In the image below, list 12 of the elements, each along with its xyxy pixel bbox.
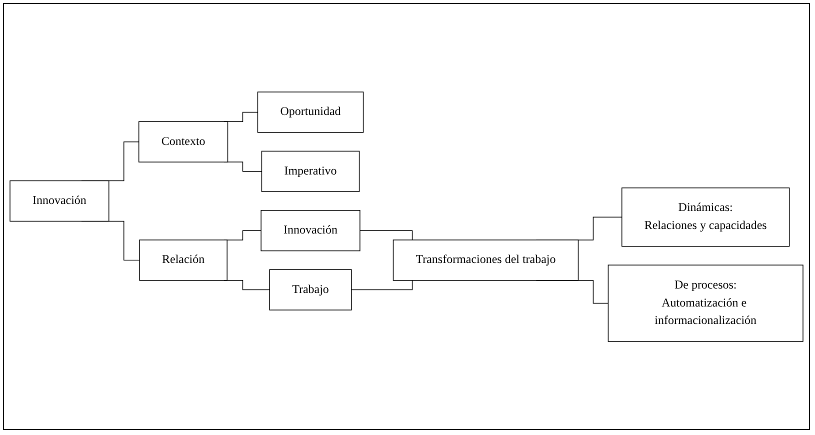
node-box: De procesos: Automatización e informacionalización: [608, 264, 804, 342]
node-box: Imperativo: [261, 150, 360, 192]
connector: [360, 230, 413, 240]
node-box: Dinámicas: Relaciones y capacidades: [622, 187, 790, 246]
node-box: Innovación: [10, 180, 110, 222]
connector: [351, 280, 413, 290]
node-box: Trabajo: [269, 268, 352, 310]
node-box: Contexto: [138, 120, 228, 162]
node-box: Innovación: [260, 210, 360, 251]
node-box: Relación: [139, 239, 228, 281]
node-box: Oportunidad: [257, 91, 364, 133]
node-box: Transformaciones del trabajo: [392, 239, 579, 281]
